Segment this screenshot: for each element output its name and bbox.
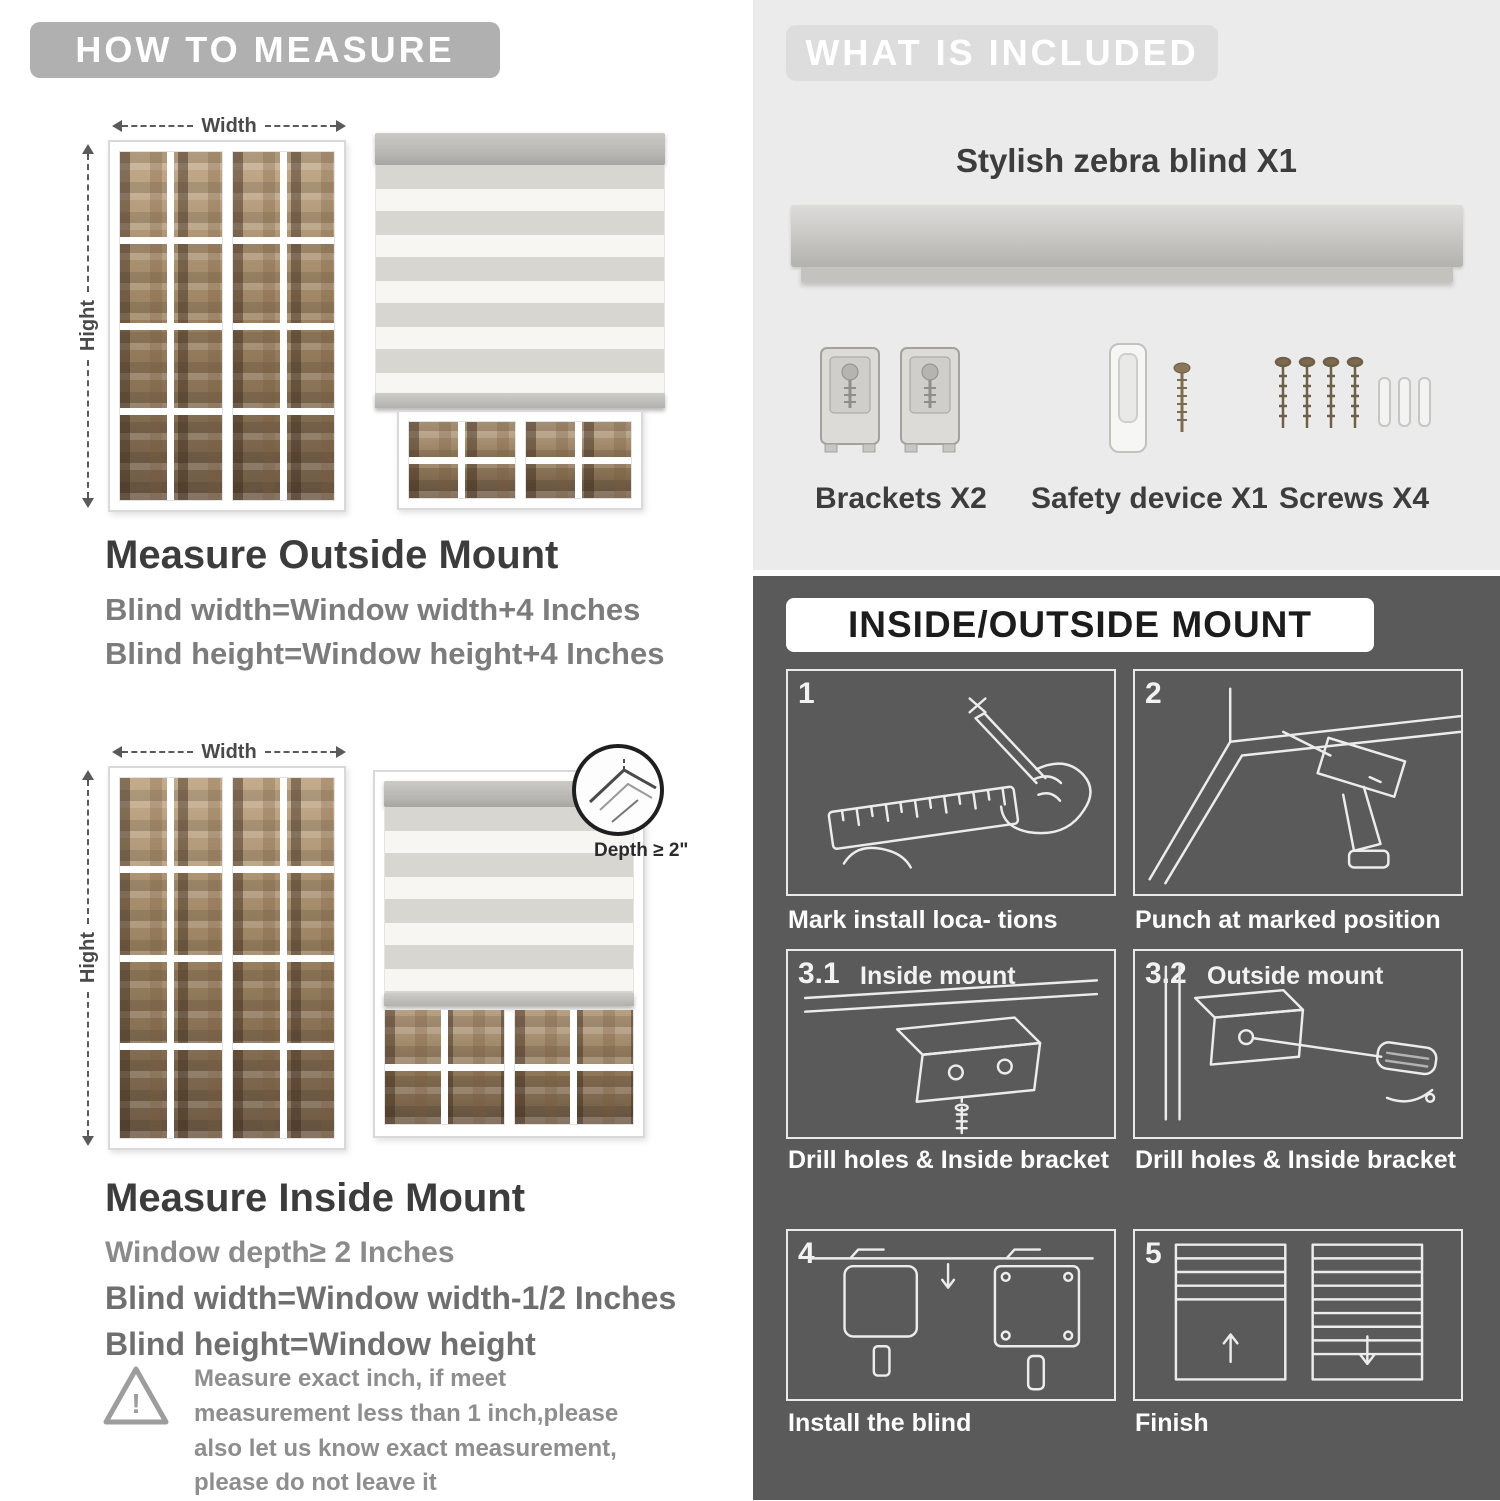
blind-bottom-rail	[375, 393, 665, 408]
step-number: 1	[798, 677, 815, 710]
arrowhead-left-icon	[112, 120, 122, 132]
outside-mount-heading: Measure Outside Mount	[105, 533, 559, 577]
step-2-caption: Punch at marked position	[1135, 906, 1441, 934]
outside-rule-width: Blind width=Window width+4 Inches	[105, 592, 641, 627]
anchors-icon	[1378, 377, 1431, 427]
how-to-measure-header: HOW TO MEASURE	[30, 22, 500, 78]
arrowhead-down-icon	[82, 498, 94, 508]
inside-rule-width: Blind width=Window width-1/2 Inches	[105, 1280, 677, 1316]
mark-locations-illustration	[827, 697, 1092, 869]
step-5-box: 5	[1133, 1229, 1463, 1401]
step-3-1-box: 3.1 Inside mount	[786, 949, 1116, 1139]
step-number: 5	[1145, 1237, 1162, 1270]
what-is-included-panel: WHAT IS INCLUDED Stylish zebra blind X1	[753, 0, 1500, 570]
inside-rule-depth: Window depth≥ 2 Inches	[105, 1236, 455, 1269]
outside-rule-height: Blind height=Window height+4 Inches	[105, 636, 665, 671]
brackets-label: Brackets X2	[815, 482, 987, 515]
screws-icon	[1274, 356, 1431, 428]
blind-stripes	[375, 165, 665, 393]
warning-triangle-icon: !	[103, 1366, 169, 1425]
outside-mount-tag: Outside mount	[1207, 962, 1384, 990]
finish-illustration	[1174, 1243, 1424, 1381]
outside-bracket-illustration	[1164, 965, 1438, 1121]
screws-label: Screws X4	[1279, 482, 1430, 515]
blind-stripes	[384, 807, 634, 993]
width-label: Width	[201, 114, 257, 137]
window-illustration-inside	[108, 766, 346, 1150]
width-arrow-inside: Width	[112, 740, 347, 764]
brackets-icon	[820, 347, 960, 453]
width-label: Width	[201, 740, 257, 763]
blind-cassette	[375, 133, 665, 165]
headrail-illustration	[791, 205, 1463, 267]
step-1-caption: Mark install loca- tions	[788, 906, 1058, 934]
window-sash	[524, 421, 632, 499]
step-3-1-caption: Drill holes & Inside bracket	[788, 1146, 1109, 1174]
height-label: Hight	[76, 300, 99, 352]
inside-mount-heading: Measure Inside Mount	[105, 1176, 526, 1220]
inside-rule-height: Blind height=Window height	[105, 1326, 536, 1362]
headrail-lip	[801, 267, 1453, 282]
height-arrow-inside: Hight	[76, 770, 100, 1146]
blind-bottom-rail	[384, 993, 634, 1006]
window-sash	[408, 421, 516, 499]
window-sash	[513, 1009, 634, 1125]
arrowhead-left-icon	[112, 746, 122, 758]
arrowhead-right-icon	[336, 746, 347, 758]
step-4-box: 4	[786, 1229, 1116, 1401]
step-3-2-caption: Drill holes & Inside bracket	[1135, 1146, 1456, 1174]
step-4-caption: Install the blind	[788, 1409, 972, 1437]
inside-mount-tag: Inside mount	[860, 962, 1016, 990]
arrowhead-up-icon	[82, 770, 94, 780]
mount-section-header: INSIDE/OUTSIDE MOUNT	[786, 598, 1374, 652]
how-to-measure-panel: HOW TO MEASURE Width Hight Measure Ou	[0, 0, 750, 1500]
step-3-2-box: 3.2 Outside mount	[1133, 949, 1463, 1139]
depth-callout-label: Depth ≥ 2"	[594, 840, 689, 861]
drill-illustration	[1148, 687, 1461, 885]
step-2-box: 2	[1133, 669, 1463, 896]
what-is-included-header: WHAT IS INCLUDED	[786, 25, 1218, 81]
window-corner-detail-icon	[588, 756, 657, 823]
window-sash	[384, 1009, 505, 1125]
window-sash	[231, 151, 335, 501]
width-arrow-outside: Width	[112, 114, 347, 138]
window-sash	[119, 777, 223, 1139]
window-illustration-outside	[108, 140, 346, 512]
step-1-box: 1	[786, 669, 1116, 896]
step-number: 4	[798, 1237, 815, 1270]
inside-bracket-illustration	[803, 979, 1099, 1135]
arrowhead-right-icon	[336, 120, 347, 132]
step-number: 2	[1145, 677, 1162, 710]
safety-device-label: Safety device X1	[1031, 482, 1268, 515]
window-sash	[119, 151, 223, 501]
safety-device-icon	[1109, 343, 1191, 453]
window-sash	[231, 777, 335, 1139]
zebra-blind-illustration-outside	[375, 133, 665, 510]
svg-text:!: !	[131, 1388, 140, 1419]
inside-outside-mount-panel: INSIDE/OUTSIDE MOUNT 1 Mark install loca…	[753, 576, 1500, 1500]
arrowhead-up-icon	[82, 144, 94, 154]
warning-text: Measure exact inch, if meet measurement …	[194, 1365, 619, 1497]
depth-detail-circle	[572, 744, 664, 836]
product-title: Stylish zebra blind X1	[955, 142, 1298, 179]
measurement-warning: ! Measure exact inch, if meet measuremen…	[100, 1362, 660, 1501]
window-below-blind	[397, 410, 643, 510]
step-5-caption: Finish	[1135, 1409, 1209, 1437]
step-number: 3.1	[798, 957, 840, 990]
arrowhead-down-icon	[82, 1136, 94, 1146]
install-blind-illustration	[808, 1248, 1094, 1391]
height-arrow-outside: Hight	[76, 144, 100, 508]
height-label: Hight	[76, 932, 99, 984]
